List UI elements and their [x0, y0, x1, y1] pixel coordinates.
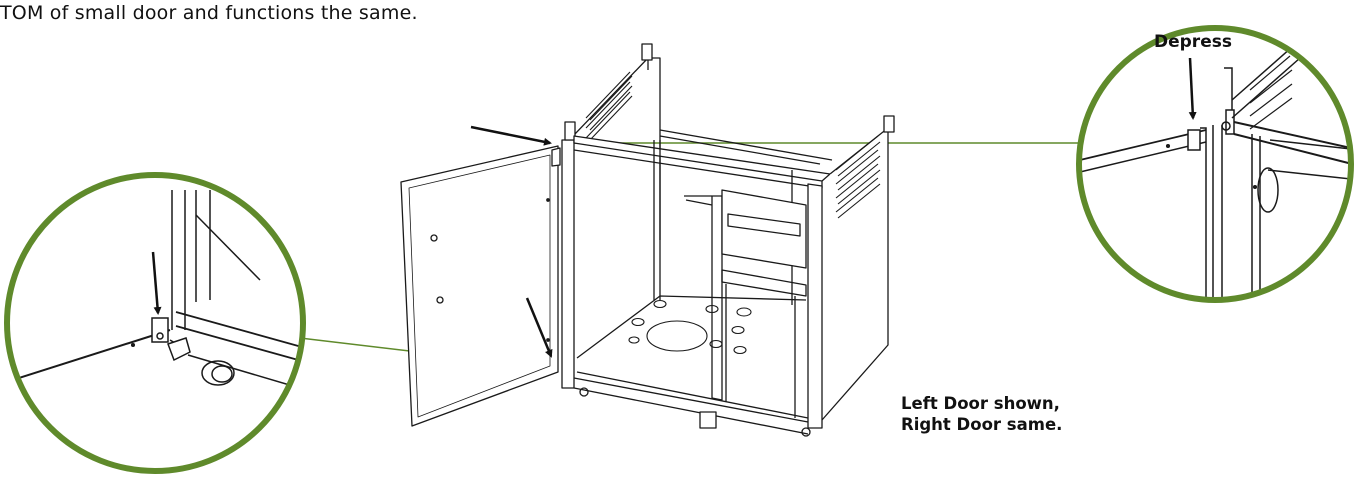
caption-line-1: Left Door shown, [901, 394, 1060, 413]
callout-bottom-hinge [4, 172, 306, 474]
cabinet-drawing [400, 43, 895, 437]
open-door [400, 145, 561, 427]
arrow-bottom-hinge [525, 297, 553, 358]
arrow-depress [1188, 57, 1197, 120]
caption-line-2: Right Door same. [901, 415, 1063, 434]
instruction-text: TOM of small door and functions the same… [0, 2, 418, 24]
drawer [721, 189, 807, 297]
arrow-top-hinge [470, 125, 552, 146]
depress-label: Depress [1154, 32, 1232, 52]
floor-holes [628, 299, 752, 355]
side-vents [835, 135, 881, 219]
callout-top-hinge [1076, 25, 1354, 303]
figure-caption: Left Door shown, Right Door same. [901, 393, 1062, 435]
arrow-bottom-pin [151, 251, 162, 315]
back-vents [585, 71, 633, 141]
